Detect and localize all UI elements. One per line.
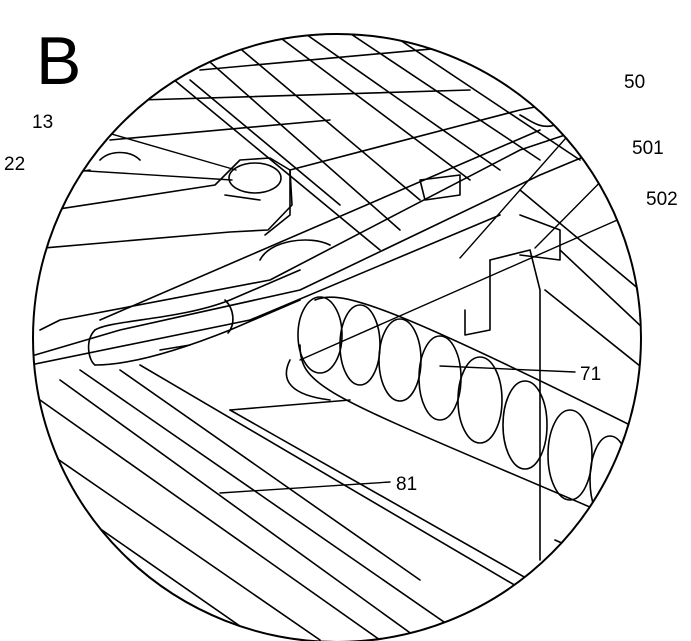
callout-50: 50: [624, 72, 645, 93]
link-bracket: [33, 151, 293, 251]
callout-501: 501: [632, 138, 664, 159]
callout-502: 502: [646, 189, 678, 210]
detail-circle: [32, 33, 642, 641]
callout-13: 13: [32, 112, 53, 133]
leader-lines: [39, 87, 641, 494]
panel-label: B: [36, 23, 81, 99]
callout-81: 81: [396, 474, 417, 495]
callout-22: 22: [4, 154, 25, 175]
curved-hose: [87, 269, 301, 366]
upper-guide-strips: [109, 34, 641, 251]
callout-71: 71: [580, 364, 601, 385]
screw-rod-71: [285, 296, 641, 525]
lower-base-rails: [33, 364, 601, 641]
